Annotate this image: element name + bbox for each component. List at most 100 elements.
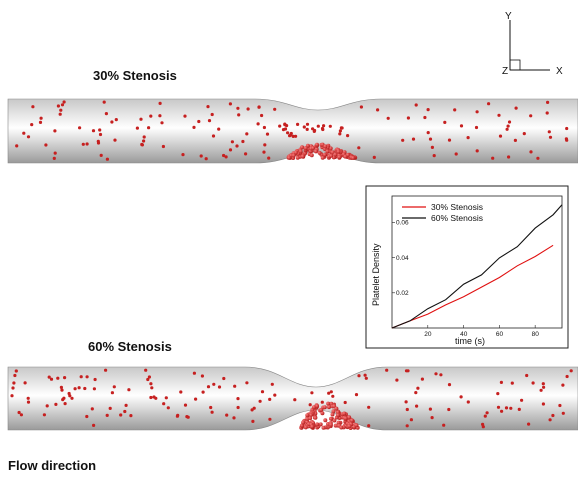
platelet xyxy=(251,419,255,423)
platelet xyxy=(201,390,205,394)
platelet xyxy=(200,374,204,378)
aggregate-platelet xyxy=(347,424,352,429)
stenosis-30-label: 30% Stenosis xyxy=(93,68,177,83)
y-tick-label: 0.06 xyxy=(396,220,409,227)
platelet xyxy=(376,108,380,112)
platelet xyxy=(364,376,368,380)
platelet xyxy=(496,392,500,396)
aggregate-platelet xyxy=(322,405,327,410)
platelet xyxy=(212,382,216,386)
platelet xyxy=(459,124,464,128)
platelet xyxy=(38,120,43,124)
platelet xyxy=(531,381,535,385)
platelet xyxy=(228,102,232,106)
platelet xyxy=(12,381,16,385)
platelet xyxy=(316,124,320,128)
platelet xyxy=(230,140,234,144)
x-axis-title: time (s) xyxy=(455,336,485,346)
platelet xyxy=(343,400,347,405)
platelet xyxy=(197,119,201,124)
platelet xyxy=(11,386,15,390)
platelet xyxy=(192,125,196,129)
platelet xyxy=(414,103,418,107)
platelet xyxy=(539,388,543,392)
platelets-30 xyxy=(15,100,569,161)
platelet xyxy=(357,374,361,378)
platelet xyxy=(181,153,185,157)
platelet xyxy=(385,368,389,372)
platelet xyxy=(327,391,331,395)
platelet xyxy=(363,373,367,377)
platelet xyxy=(346,134,350,138)
aggregate-platelet xyxy=(335,410,340,415)
platelet xyxy=(548,135,553,139)
platelet xyxy=(104,368,108,372)
platelet xyxy=(569,369,573,373)
platelet xyxy=(439,373,443,377)
aggregate-platelet xyxy=(313,415,318,420)
y-tick-label: 0.02 xyxy=(396,290,409,297)
aggregate-platelet xyxy=(287,155,292,160)
platelet xyxy=(222,376,226,381)
platelet-aggregate-60 xyxy=(299,401,360,430)
series-line-30 xyxy=(391,244,554,329)
platelet xyxy=(527,422,531,426)
platelet xyxy=(47,375,51,379)
platelet xyxy=(250,408,254,412)
platelet xyxy=(60,103,65,107)
platelet xyxy=(108,406,112,410)
aggregate-platelet xyxy=(327,405,331,410)
x-tick-label: 20 xyxy=(424,331,432,338)
platelet xyxy=(56,104,61,108)
y-axis-title: Platelet Density xyxy=(371,243,381,306)
platelet xyxy=(420,377,424,381)
platelet xyxy=(147,126,151,130)
axis-y-label: Y xyxy=(505,11,512,22)
aggregate-platelet xyxy=(303,425,308,430)
platelet xyxy=(146,377,150,382)
coordinate-triad: Y X Z xyxy=(502,11,563,77)
platelet xyxy=(139,117,143,121)
platelet xyxy=(498,134,503,138)
aggregate-platelet xyxy=(329,416,333,421)
aggregate-platelet xyxy=(295,155,300,160)
platelet xyxy=(447,138,452,142)
platelet xyxy=(432,154,436,158)
platelet xyxy=(164,396,168,400)
platelet xyxy=(113,138,117,142)
platelet xyxy=(504,406,509,410)
platelet xyxy=(510,381,514,385)
plot-area xyxy=(391,195,563,329)
platelet xyxy=(59,108,63,112)
aggregate-platelet xyxy=(345,152,350,157)
platelet xyxy=(179,390,183,394)
platelet xyxy=(162,402,166,406)
platelet xyxy=(206,105,210,109)
platelet xyxy=(542,385,546,389)
platelet xyxy=(268,397,272,401)
platelet xyxy=(561,411,565,415)
platelet xyxy=(536,156,540,160)
platelet xyxy=(81,142,85,146)
aggregate-platelet xyxy=(337,155,342,160)
platelet xyxy=(83,386,87,391)
platelet xyxy=(466,136,470,140)
platelet xyxy=(114,118,118,122)
platelet xyxy=(453,108,457,112)
aggregate-platelet xyxy=(332,418,337,423)
platelet xyxy=(428,137,433,141)
platelet xyxy=(514,106,518,110)
platelet xyxy=(149,382,153,386)
platelet xyxy=(331,394,335,398)
platelet xyxy=(15,144,19,148)
aggregate-platelet xyxy=(326,401,331,406)
platelet xyxy=(241,139,245,144)
platelet xyxy=(96,139,100,143)
platelet xyxy=(26,135,31,139)
platelet xyxy=(329,390,333,394)
platelet xyxy=(217,127,221,131)
platelet xyxy=(14,369,18,373)
platelet xyxy=(102,100,106,104)
platelet xyxy=(105,413,109,417)
